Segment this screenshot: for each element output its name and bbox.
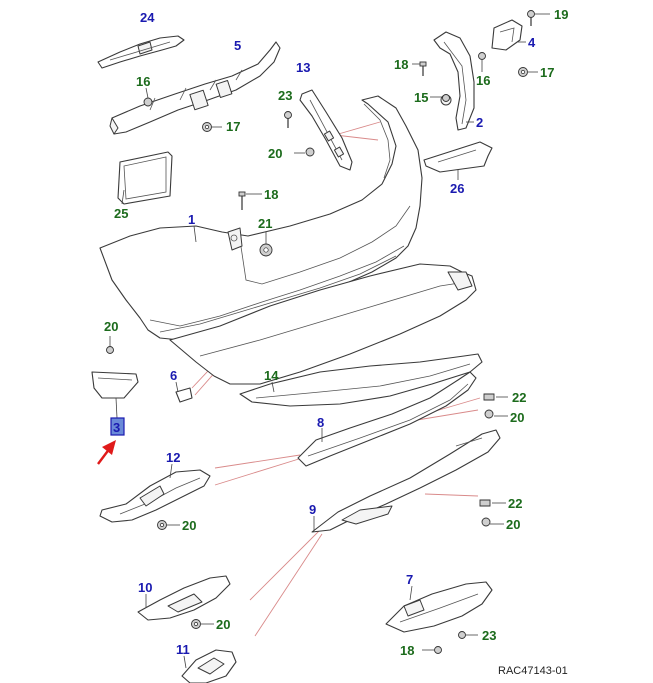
clip-21[interactable]: [259, 232, 273, 257]
callout-10[interactable]: 10: [138, 580, 152, 595]
callout-23-lower[interactable]: 23: [482, 628, 496, 643]
clip-15[interactable]: [430, 94, 450, 102]
callout-labels: 24 5 16 17 25 18 1 21 13 23 20 19 4 18 1…: [104, 7, 568, 658]
nut-17-right[interactable]: [518, 67, 539, 77]
callout-22-upper[interactable]: 22: [512, 390, 526, 405]
clip-20-right-lower[interactable]: [481, 517, 504, 527]
callout-26[interactable]: 26: [450, 181, 464, 196]
clip-16-right[interactable]: [478, 52, 486, 73]
callout-20-right-lower[interactable]: 20: [506, 517, 520, 532]
selection-arrow-icon: [97, 440, 116, 465]
screw-23-lower[interactable]: [458, 631, 479, 639]
callout-11[interactable]: 11: [176, 642, 190, 657]
callout-20-bracket-12[interactable]: 20: [182, 518, 196, 533]
clip-20-bracket-12[interactable]: [157, 520, 181, 530]
ref-line-12b: [214, 457, 303, 486]
screw-23-upper[interactable]: [284, 111, 292, 129]
bolt-18-lower[interactable]: [422, 646, 442, 654]
part-6-small-clip[interactable]: [175, 381, 193, 403]
bolt-18-upper[interactable]: [412, 61, 427, 76]
part-12-lower-bracket[interactable]: [99, 463, 211, 523]
callout-21[interactable]: 21: [258, 216, 272, 231]
callout-18-lower[interactable]: 18: [400, 643, 414, 658]
callout-20-bracket-10[interactable]: 20: [216, 617, 230, 632]
callout-19[interactable]: 19: [554, 7, 568, 22]
part-13-side-bracket[interactable]: [299, 89, 353, 171]
callout-8[interactable]: 8: [317, 415, 324, 430]
callout-9[interactable]: 9: [309, 502, 316, 517]
bolt-18-middle[interactable]: [238, 191, 262, 210]
callout-18-middle[interactable]: 18: [264, 187, 278, 202]
part-3-reflector-cover[interactable]: [91, 371, 139, 419]
clip-20-bracket-10[interactable]: [191, 619, 215, 629]
bolt-19[interactable]: [527, 10, 551, 27]
callout-14[interactable]: 14: [264, 368, 279, 383]
part-7-undertray[interactable]: [385, 581, 493, 633]
diffuser-upper-section[interactable]: [169, 263, 477, 385]
clip-20-upper[interactable]: [294, 147, 315, 157]
clip-20-right-upper[interactable]: [484, 409, 508, 419]
bracket-22-upper[interactable]: [483, 393, 508, 401]
callout-25[interactable]: 25: [114, 206, 128, 221]
callout-5[interactable]: 5: [234, 38, 241, 53]
bracket-22-lower[interactable]: [479, 499, 506, 507]
callout-16-right[interactable]: 16: [476, 73, 490, 88]
clip-20-reflector[interactable]: [106, 336, 114, 354]
callout-20-reflector[interactable]: 20: [104, 319, 118, 334]
callout-18-upper[interactable]: 18: [394, 57, 408, 72]
callout-20-upper[interactable]: 20: [268, 146, 282, 161]
ref-line-22c: [424, 493, 479, 497]
callout-22-lower[interactable]: 22: [508, 496, 522, 511]
part-5-mounting-rail[interactable]: [109, 41, 281, 135]
callout-12[interactable]: 12: [166, 450, 180, 465]
ref-line-13-2b: [334, 134, 379, 141]
ref-line-13-2: [334, 121, 381, 136]
ref-line-10b: [254, 533, 323, 637]
nut-17-left[interactable]: [202, 122, 223, 132]
part-8-lower-moulding[interactable]: [297, 371, 477, 467]
part-4-support-bracket[interactable]: [491, 19, 526, 51]
part-14-trim-strip[interactable]: [239, 353, 483, 407]
part-26-mounting-plate[interactable]: [423, 141, 493, 180]
callout-2[interactable]: 2: [476, 115, 483, 130]
callout-17-left[interactable]: 17: [226, 119, 240, 134]
part-9-lower-diffuser[interactable]: [311, 429, 501, 533]
callout-3[interactable]: 3: [113, 420, 120, 435]
callout-1[interactable]: 1: [188, 212, 195, 227]
ref-line-12a: [214, 454, 301, 469]
part-24-upper-bracket[interactable]: [97, 35, 185, 69]
callout-24[interactable]: 24: [140, 10, 155, 25]
clip-16-left[interactable]: [143, 87, 153, 107]
drawing-code: RAC47143-01: [498, 665, 568, 677]
callout-4[interactable]: 4: [528, 35, 536, 50]
callout-17-right[interactable]: 17: [540, 65, 554, 80]
part-10-lower-trim-bracket[interactable]: [137, 575, 231, 621]
callout-13[interactable]: 13: [296, 60, 310, 75]
callout-16-left[interactable]: 16: [136, 74, 150, 89]
part-25-license-plate-cover[interactable]: [117, 151, 173, 205]
callout-3-highlight: [110, 417, 125, 436]
ref-line-10a: [249, 529, 321, 601]
callout-20-right-upper[interactable]: 20: [510, 410, 524, 425]
part-11-exhaust-finisher[interactable]: [181, 649, 237, 683]
callout-6[interactable]: 6: [170, 368, 177, 383]
part-2-rear-bracket[interactable]: [433, 31, 475, 131]
callout-15[interactable]: 15: [414, 90, 428, 105]
callout-23-upper[interactable]: 23: [278, 88, 292, 103]
callout-7[interactable]: 7: [406, 572, 413, 587]
